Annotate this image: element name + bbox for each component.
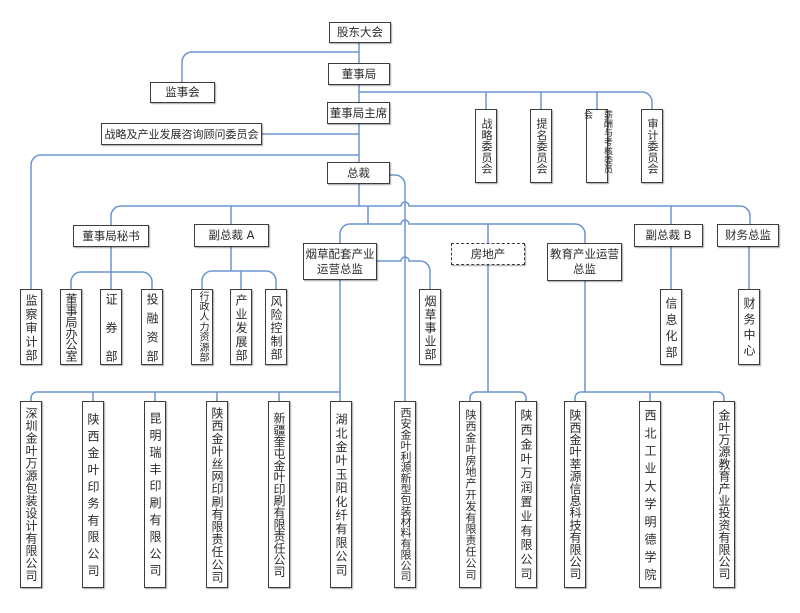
- department-box: 信息化部: [660, 289, 682, 365]
- department-label: 信息化部: [664, 296, 678, 362]
- company-box: 陕西金叶房地产开发有限责任公司: [459, 401, 481, 588]
- finance-director-box: 财务总监: [717, 224, 779, 247]
- company-box: 陕西金叶印务有限公司: [82, 401, 104, 588]
- company-box: 西北工业大学明德学院: [639, 401, 661, 588]
- board-secretary-label: 董事局秘书: [82, 228, 140, 243]
- connector-line: [377, 256, 431, 289]
- company-box: 金叶万源教育产业投资有限公司: [713, 401, 735, 588]
- chairman-label: 董事局主席: [329, 105, 388, 120]
- connector-line: [339, 219, 586, 243]
- education-director-box: 教育产业运营 总监: [547, 243, 622, 281]
- tobacco-director-label-line: 运营总监: [317, 261, 363, 276]
- company-box: 西安金叶利源新型包装材料有限公司: [394, 401, 416, 588]
- department-label: 行政人力资源部: [197, 291, 208, 363]
- company-label: 陕西金叶丝网印刷有限责任公司: [210, 406, 224, 583]
- company-box: 昆明瑞丰印刷有限公司: [144, 401, 166, 588]
- connector-line: [70, 271, 153, 289]
- company-box: 新疆奎屯金叶印刷有限责任公司: [268, 401, 290, 588]
- tobacco-director-label-line: 烟草配套产业: [305, 246, 375, 261]
- board-of-directors-box: 董事局: [328, 63, 390, 85]
- real-estate-label: 房地产: [470, 246, 506, 261]
- department-label: 财务中心: [742, 297, 756, 361]
- connector-line: [181, 51, 359, 82]
- board-of-supervisors-box: 监事会: [150, 82, 215, 103]
- tobacco-director-box: 烟草配套产业 运营总监: [303, 243, 377, 280]
- department-label: 风险控制部: [269, 294, 283, 361]
- company-box: 深圳金叶万源包装设计有限公司: [20, 401, 42, 588]
- committee-label: 审计委员会: [646, 118, 659, 175]
- education-director-label-line: 教育产业运营: [550, 247, 619, 261]
- advisory-committee-label: 战略及产业发展咨询顾问委员会: [104, 127, 259, 141]
- department-box: 证券部: [100, 289, 122, 378]
- department-box: 产业发展部: [230, 289, 252, 365]
- company-label: 陕西金叶印务有限公司: [86, 412, 100, 581]
- department-box: 风险控制部: [265, 289, 287, 365]
- chairman-box: 董事局主席: [327, 102, 390, 124]
- department-label: 烟草事业部: [423, 294, 437, 361]
- department-box: 财务中心: [738, 289, 760, 365]
- company-label: 陕西金叶莘源信息科技有限公司: [568, 409, 582, 580]
- company-label: 陕西金叶房地产开发有限责任公司: [464, 409, 477, 581]
- board-of-supervisors-label: 监事会: [165, 85, 200, 99]
- advisory-committee-box: 战略及产业发展咨询顾问委员会: [101, 123, 262, 145]
- committee-box: 战略委员会: [475, 109, 497, 183]
- connector-line: [201, 270, 277, 289]
- education-director-label-line: 总监: [573, 262, 596, 276]
- vp-b-label: 副总裁 B: [645, 228, 692, 242]
- connector-line: [30, 391, 340, 401]
- company-box: 陕西金叶丝网印刷有限责任公司: [206, 401, 228, 588]
- connector-line: [30, 154, 359, 289]
- vp-b-box: 副总裁 B: [634, 224, 703, 247]
- shareholders-meeting-box: 股东大会: [329, 22, 391, 43]
- vp-a-label: 副总裁 A: [208, 228, 255, 242]
- real-estate-box: 房地产: [451, 243, 525, 265]
- company-box: 陕西金叶万润置业有限公司: [515, 401, 537, 588]
- committee-label: 提名委员会: [535, 118, 548, 175]
- connector-line: [359, 91, 653, 109]
- board-secretary-box: 董事局秘书: [73, 225, 149, 247]
- company-label: 深圳金叶万源包装设计有限公司: [24, 407, 38, 583]
- company-label: 昆明瑞丰印刷有限公司: [148, 412, 162, 582]
- department-label: 董事局办公室: [64, 292, 78, 361]
- committee-box: 审计委员会: [641, 109, 663, 183]
- committee-box: 薪酬与考核委员会: [582, 109, 612, 183]
- department-label: 产业发展部: [234, 293, 248, 363]
- president-box: 总裁: [327, 162, 390, 184]
- company-label: 湖北金叶玉阳化纤有限公司: [334, 413, 348, 578]
- company-label: 金叶万源教育产业投资有限公司: [717, 409, 731, 580]
- company-label: 西北工业大学明德学院: [643, 408, 657, 586]
- department-label: 证券部: [104, 292, 118, 379]
- department-box: 行政人力资源部: [191, 289, 213, 365]
- department-box: 董事局办公室: [60, 289, 82, 365]
- department-label: 监察审计部: [24, 293, 38, 363]
- company-box: 湖北金叶玉阳化纤有限公司: [330, 401, 352, 588]
- vp-a-box: 副总裁 A: [194, 224, 269, 247]
- connector-line: [110, 201, 751, 225]
- company-box: 陕西金叶莘源信息科技有限公司: [564, 401, 586, 588]
- committee-box: 提名委员会: [530, 109, 552, 183]
- company-label: 西安金叶利源新型包装材料有限公司: [399, 407, 412, 582]
- department-box: 监察审计部: [20, 289, 42, 365]
- shareholders-meeting-label: 股东大会: [337, 25, 383, 39]
- department-box: 烟草事业部: [419, 289, 441, 365]
- committee-label: 战略委员会: [480, 118, 493, 175]
- president-label: 总裁: [347, 165, 370, 180]
- company-label: 新疆奎屯金叶印刷有限责任公司: [272, 411, 286, 577]
- finance-director-label: 财务总监: [725, 228, 771, 242]
- department-box: 投融资部: [141, 289, 163, 369]
- connector-line: [469, 391, 527, 401]
- company-label: 陕西金叶万润置业有限公司: [519, 409, 533, 583]
- committee-label: 薪酬与考核委员会: [582, 110, 612, 174]
- connector-line: [390, 174, 406, 401]
- board-of-directors-label: 董事局: [341, 66, 377, 81]
- department-label: 投融资部: [145, 292, 159, 369]
